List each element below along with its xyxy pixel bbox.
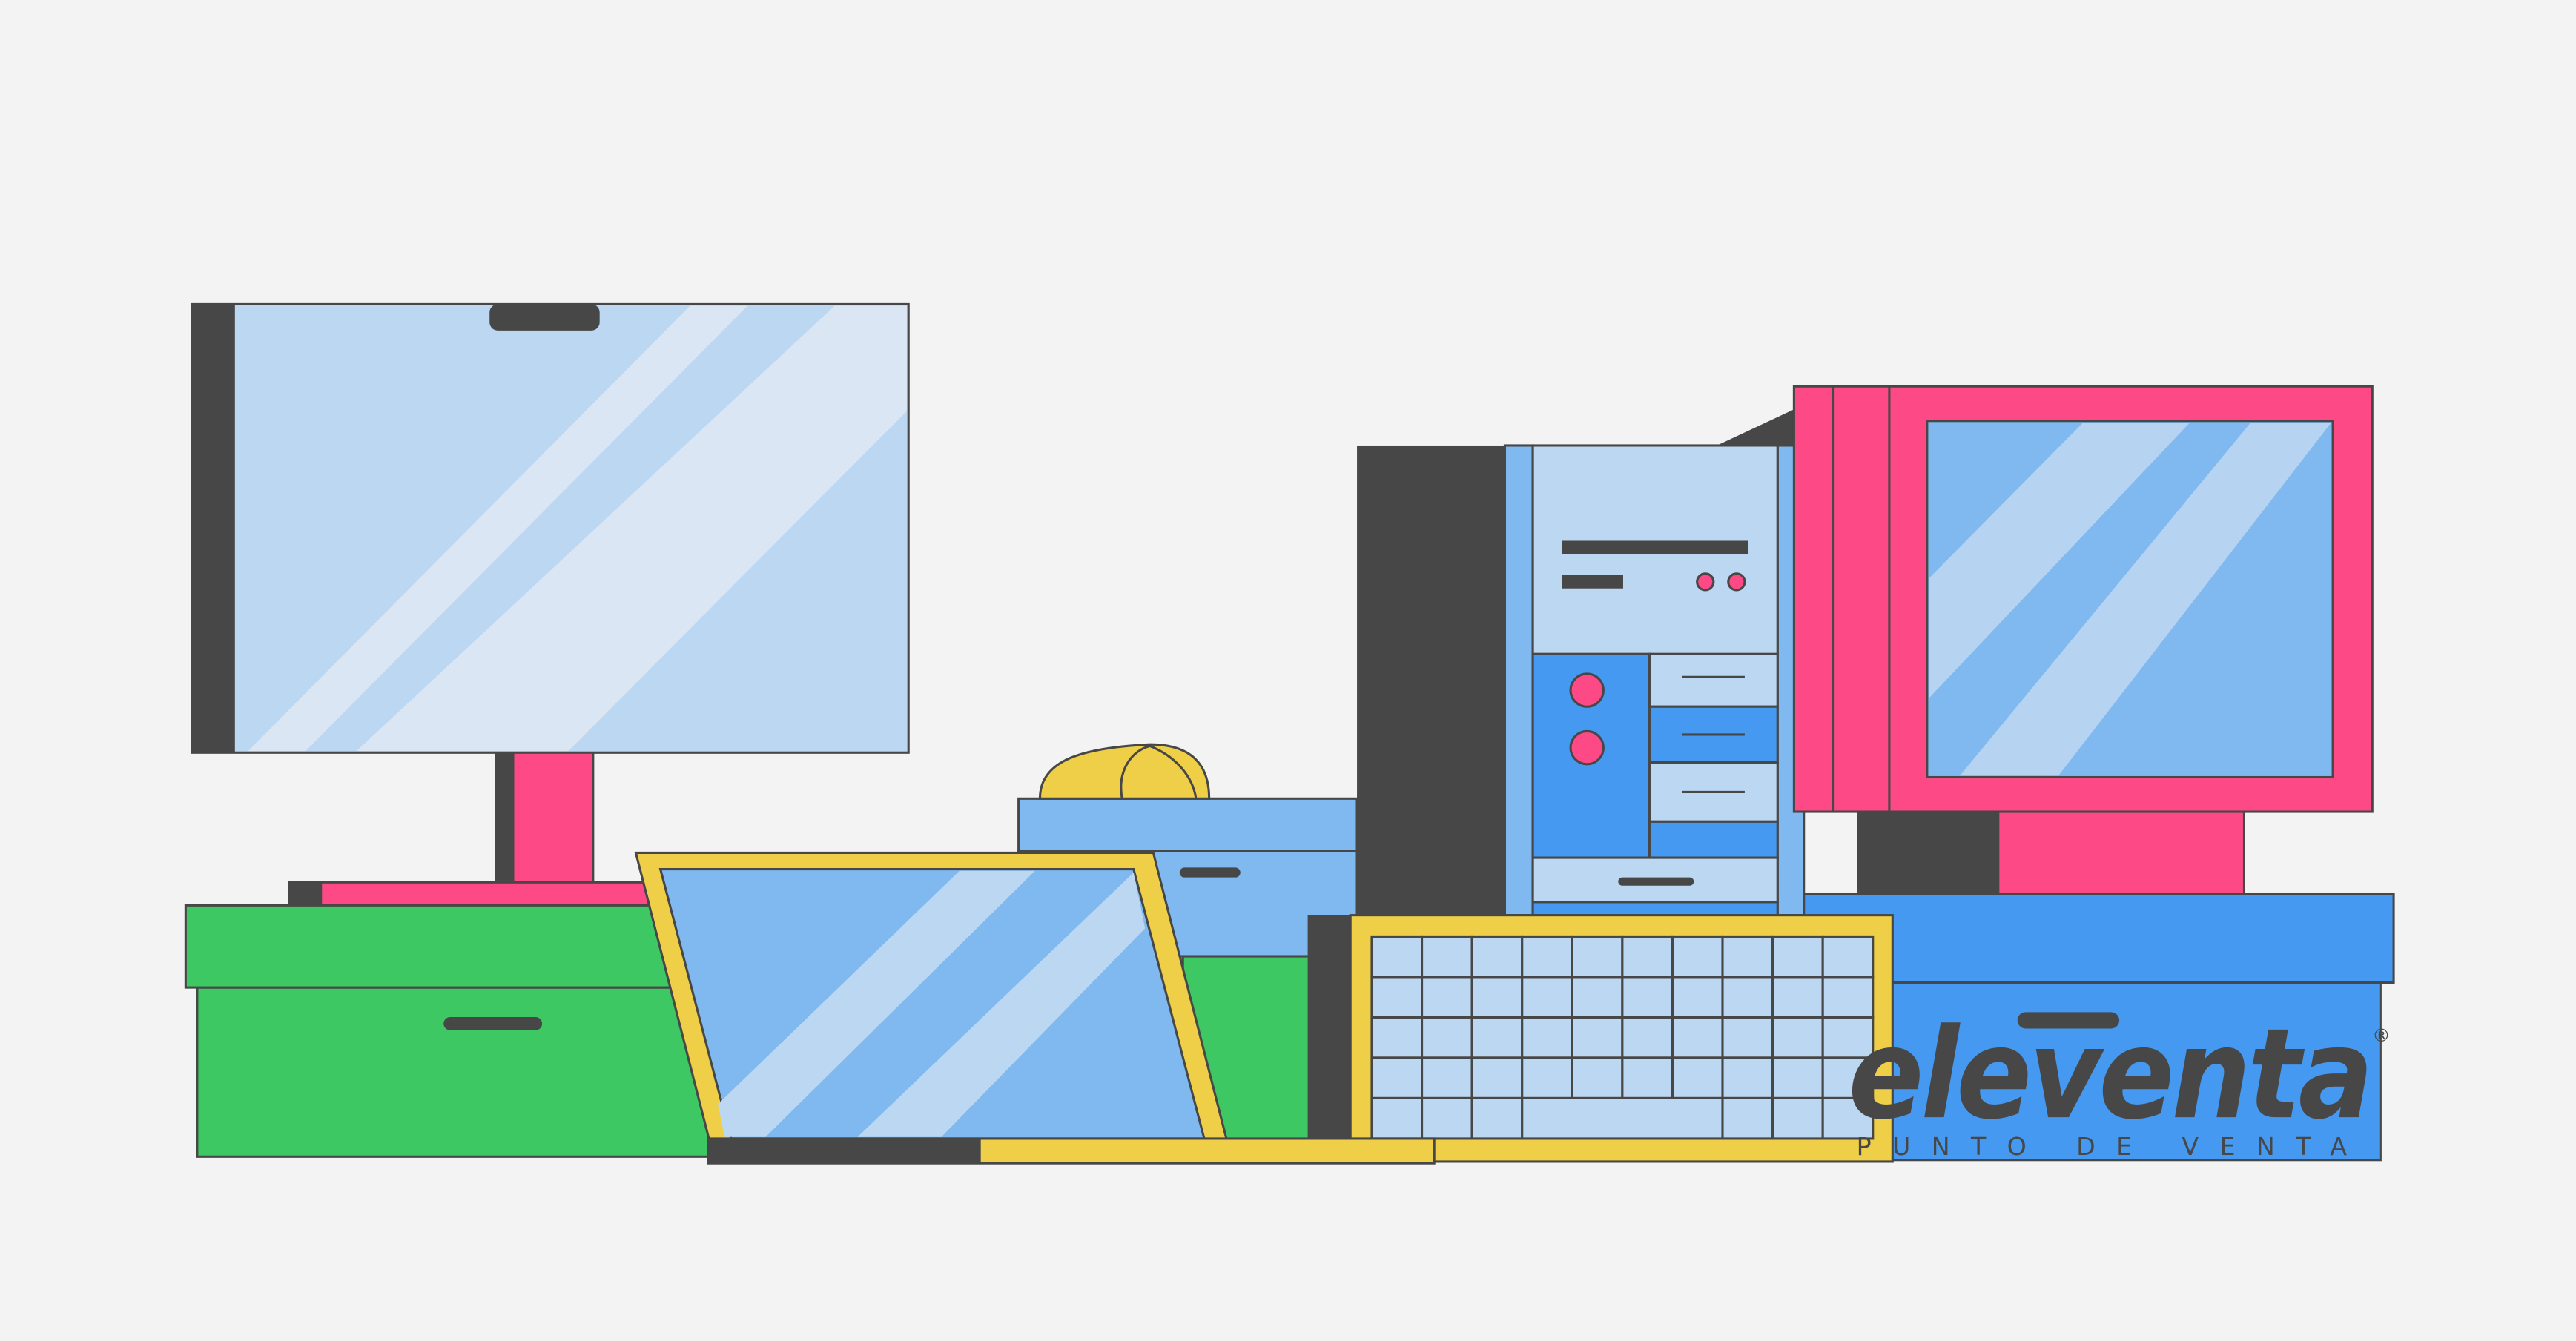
keyboard-key <box>1421 1056 1473 1099</box>
keyboard-key <box>1771 1056 1824 1099</box>
keyboard-key <box>1421 1016 1473 1059</box>
keyboard-key <box>1771 935 1824 979</box>
keyboard-key <box>1821 935 1875 979</box>
keyboard-key <box>1421 1096 1473 1140</box>
eleventa-logo: eleventa ® PUNTO DE VENTA <box>1849 1001 2391 1161</box>
keyboard-key <box>1370 935 1424 979</box>
keyboard-key <box>1821 976 1875 1019</box>
keyboard-key <box>1421 976 1473 1019</box>
keyboard-key <box>1621 935 1674 979</box>
keyboard-key <box>1370 1016 1424 1059</box>
keyboard-key <box>1721 976 1774 1019</box>
keyboard-key <box>1721 1056 1774 1099</box>
keyboard-key <box>1621 1056 1674 1099</box>
keyboard-key <box>1571 935 1624 979</box>
keyboard-key <box>1421 935 1473 979</box>
keyboard-key <box>1521 1016 1573 1059</box>
power-button <box>1569 672 1605 708</box>
camera-notch <box>489 304 600 331</box>
computer-tower <box>1357 409 1806 917</box>
keyboard-key <box>1671 976 1724 1019</box>
keyboard-key <box>1370 1096 1424 1140</box>
keyboard-key <box>1621 976 1674 1019</box>
keyboard <box>1307 914 1894 1163</box>
keyboard-key <box>1821 1016 1875 1059</box>
keyboard-key <box>1821 1096 1875 1140</box>
keyboard-key <box>1571 1016 1624 1059</box>
keyboard-key <box>1721 1096 1774 1140</box>
keyboard-key <box>1571 976 1624 1019</box>
keyboard-spacebar <box>1521 1096 1724 1140</box>
keyboard-key <box>1470 1056 1524 1099</box>
keyboard-key <box>1370 1056 1424 1099</box>
keyboard-key <box>1470 1096 1524 1140</box>
left-monitor <box>191 302 910 907</box>
keyboard-key <box>1721 1016 1774 1059</box>
keyboard-key <box>1571 1056 1624 1099</box>
keyboard-key <box>1470 935 1524 979</box>
keyboard-key <box>1621 1016 1674 1059</box>
keyboard-key <box>1771 976 1824 1019</box>
keyboard-key <box>1671 1056 1724 1099</box>
keyboard-key <box>1470 976 1524 1019</box>
logo-wordmark: eleventa <box>1849 1001 2371 1147</box>
keyboard-key <box>1771 1016 1824 1059</box>
keyboard-key <box>1521 976 1573 1019</box>
keyboard-key <box>1521 1056 1573 1099</box>
cash-drawer <box>184 904 711 1158</box>
keyboard-key <box>1771 1096 1824 1140</box>
keyboard-key <box>1470 1016 1524 1059</box>
keyboard-key <box>1721 935 1774 979</box>
laptop <box>634 851 1436 1165</box>
logo-tagline: PUNTO DE VENTA <box>1857 1132 2369 1161</box>
keyboard-key <box>1671 1016 1724 1059</box>
power-led <box>1696 572 1715 592</box>
logo-registered-mark: ® <box>2372 1024 2390 1046</box>
right-monitor <box>1792 385 2395 1162</box>
keyboard-key <box>1521 935 1573 979</box>
keyboard-key <box>1370 976 1424 1019</box>
keyboard-key <box>1671 935 1724 979</box>
drawer-handle <box>443 1016 543 1030</box>
